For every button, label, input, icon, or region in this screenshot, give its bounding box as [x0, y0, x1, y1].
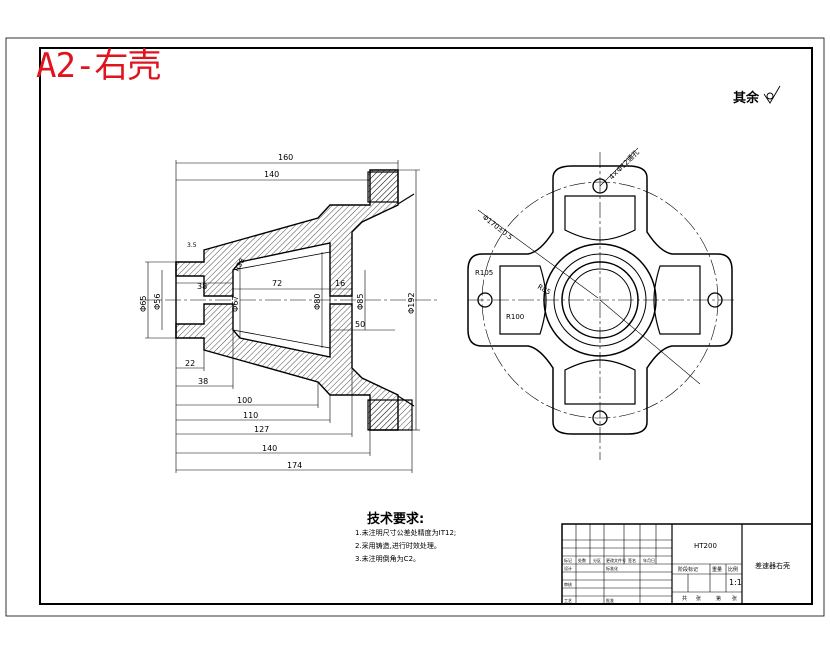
- row-label-3: 分区: [593, 557, 601, 563]
- scale-text: 1:1: [729, 578, 742, 587]
- row-label-5: 签名: [628, 557, 636, 563]
- tech-item: 3.未注明倒角为C2。: [355, 555, 421, 563]
- dim-3-5: 3.5: [187, 242, 197, 249]
- roughness-note: 其余: [733, 91, 760, 106]
- dim-dia67: Φ67: [231, 296, 240, 312]
- section-view: [140, 160, 440, 473]
- left-label-1: 设计: [564, 565, 572, 571]
- dim-dia80: Φ80: [313, 294, 322, 310]
- stage-label: 阶段标记: [678, 566, 698, 573]
- dim-50: 50: [355, 320, 365, 329]
- dim-160: 160: [278, 153, 293, 162]
- dim-100: 100: [237, 396, 252, 405]
- dim-38-inner: 38: [197, 282, 207, 291]
- sheet-label-4: 张: [732, 595, 737, 602]
- material-text: HT200: [694, 542, 717, 550]
- tech-title: 技术要求:: [367, 512, 425, 527]
- left-label-2: 审核: [564, 581, 572, 587]
- dim-holes: 4×Φ12通孔: [607, 148, 641, 182]
- dim-dia65: Φ65: [139, 296, 148, 312]
- dim-140-top: 140: [264, 170, 279, 179]
- dim-110: 110: [243, 411, 258, 420]
- left-label-5: 批准: [606, 597, 614, 603]
- section-dims: 160 140 38 72 16 50 22 38 100 110 127 14…: [139, 153, 416, 470]
- sheet-stamp: A2-右壳: [36, 46, 161, 86]
- outer-border: [5, 37, 825, 617]
- tech-item: 1.未注明尺寸公差处精度为IT12;: [355, 529, 457, 537]
- dim-pcd: Φ170±0.5: [481, 213, 514, 241]
- dim-dia192: Φ192: [407, 292, 416, 314]
- roughness-symbol: [763, 85, 781, 104]
- section-upper: [175, 169, 399, 297]
- weight-label: 重量: [712, 566, 722, 573]
- left-label-3: 工艺: [564, 598, 572, 603]
- front-view: [467, 147, 735, 460]
- dim-127: 127: [254, 425, 269, 434]
- dim-dia56: Φ56: [153, 294, 162, 310]
- title-block: [561, 523, 813, 605]
- dim-22: 22: [185, 359, 195, 368]
- dim-38-bottom: 38: [198, 377, 208, 386]
- row-label-6: 年月日: [643, 557, 655, 563]
- inner-border: [39, 47, 813, 605]
- sheet-label-1: 共: [682, 595, 687, 602]
- tech-item: 2.采用铸造,进行时效处理。: [355, 542, 441, 550]
- title-block-text: HT200 差速器右壳 1:1 阶段标记 重量 比例 共 张 第 张 标记 处数…: [564, 542, 790, 603]
- dim-72: 72: [272, 279, 282, 288]
- left-label-4: 标准化: [606, 565, 618, 571]
- ratio-label: 比例: [728, 566, 738, 573]
- dim-r100: R100: [506, 313, 524, 321]
- row-label-2: 处数: [578, 557, 586, 563]
- sheet-label-3: 第: [716, 595, 721, 602]
- dim-16: 16: [335, 279, 345, 288]
- dim-dia85: Φ85: [356, 294, 365, 310]
- row-label-4: 更改文件号: [606, 557, 626, 563]
- part-name-text: 差速器右壳: [755, 561, 790, 570]
- row-label-1: 标记: [564, 557, 572, 563]
- sheet-label-2: 张: [696, 595, 701, 602]
- dim-r105: R105: [475, 269, 493, 277]
- dim-140-bottom: 140: [262, 444, 277, 453]
- dim-174: 174: [287, 461, 302, 470]
- tech-requirements: 技术要求: 1.未注明尺寸公差处精度为IT12; 2.采用铸造,进行时效处理。 …: [355, 508, 456, 566]
